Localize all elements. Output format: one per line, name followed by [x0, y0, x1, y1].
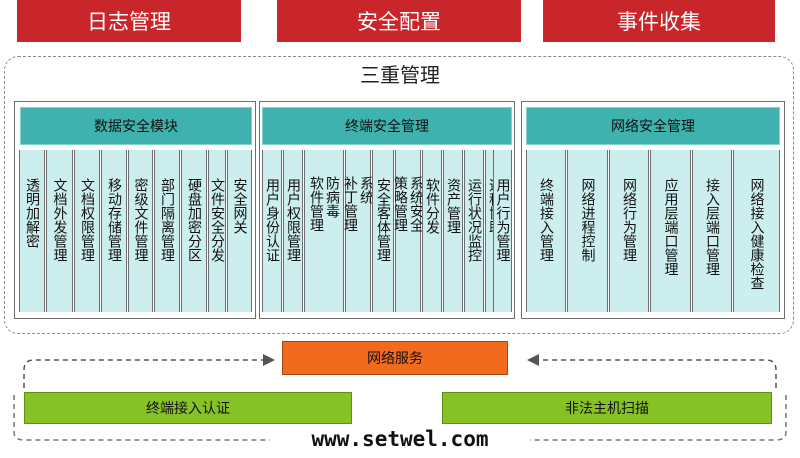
- module-item-label-line: 系统安全: [408, 176, 424, 232]
- module-item-label: 透明加解密: [24, 178, 40, 248]
- module-item: 系统补丁管理: [342, 150, 374, 312]
- module-item: 文档权限管理: [74, 150, 100, 312]
- terminal-access-auth-box: 终端接入认证: [24, 392, 352, 424]
- module-item-label: 资产管理: [445, 178, 461, 234]
- module-item-label: 网络进程控制: [579, 178, 596, 262]
- module-item: 部门隔离管理: [154, 150, 180, 312]
- module-item-label-line: 补丁管理: [342, 176, 358, 232]
- top-box-security-config: 安全配置: [277, 0, 521, 42]
- module-item-label: 系统补丁管理: [342, 176, 374, 312]
- module-item-label: 软件分发: [424, 178, 440, 234]
- module-item-label: 文档权限管理: [79, 178, 95, 262]
- module-item-label: 密级文件管理: [132, 178, 149, 262]
- module-item: 应用层端口管理: [650, 150, 691, 312]
- module-item-label: 运行状况监控: [466, 178, 482, 262]
- top-box-event-collection: 事件收集: [543, 0, 775, 42]
- module-item: 接入层端口管理: [692, 150, 732, 312]
- module-item-label: 系统安全策略管理: [392, 176, 424, 312]
- module-item-label: 网络行为管理: [621, 178, 637, 262]
- module-item: 移动存储管理: [101, 150, 127, 312]
- top-box-log-management: 日志管理: [17, 0, 241, 42]
- triple-management-frame: [4, 56, 794, 334]
- module-item-label: 硬盘加密分区: [186, 178, 202, 262]
- module-header-network-security: 网络安全管理: [526, 107, 780, 145]
- module-item: 用户身份认证: [262, 150, 282, 312]
- module-item: 网络接入健康检查: [733, 150, 780, 312]
- module-item-label: 文件安全分发: [209, 178, 225, 262]
- module-item: 运行状况监控: [464, 150, 484, 312]
- module-item-label-line: 软件管理: [308, 176, 324, 232]
- module-header-data-security: 数据安全模块: [20, 107, 252, 145]
- module-item: 硬盘加密分区: [181, 150, 207, 312]
- module-item: 软件分发: [422, 150, 442, 312]
- module-item: 系统安全策略管理: [392, 150, 424, 312]
- bottom-dashed-frame-left: [13, 395, 270, 441]
- module-item: 终端接入管理: [526, 150, 566, 312]
- module-item: 用户行为管理: [493, 150, 512, 312]
- module-item: 透明加解密: [19, 150, 45, 312]
- module-item: 用户权限管理: [283, 150, 303, 312]
- main-title: 三重管理: [328, 60, 472, 87]
- module-item: 网络进程控制: [567, 150, 608, 312]
- module-item: 防病毒软件管理: [304, 150, 344, 312]
- module-item-label-line: 系统: [358, 176, 374, 204]
- module-item-label: 应用层端口管理: [662, 178, 679, 276]
- module-item-label: 防病毒软件管理: [308, 176, 340, 312]
- module-item-label: 安全网关: [231, 178, 248, 234]
- module-item-label: 用户权限管理: [285, 178, 301, 262]
- module-item-label-line: 策略管理: [392, 176, 408, 232]
- module-item-label: 部门隔离管理: [159, 178, 175, 262]
- module-item-label: 终端接入管理: [538, 178, 554, 262]
- module-item: 文档外发管理: [46, 150, 73, 312]
- module-item: 安全客体管理: [372, 150, 394, 312]
- network-service-box: 网络服务: [282, 341, 508, 375]
- module-item: 网络行为管理: [609, 150, 649, 312]
- module-item-label: 用户身份认证: [264, 178, 280, 262]
- module-item: 资产管理: [443, 150, 463, 312]
- module-item: 文件安全分发: [208, 150, 226, 312]
- left-dashed-connector: [23, 354, 275, 388]
- right-dashed-connector: [527, 354, 777, 388]
- module-item: 安全网关: [227, 150, 252, 312]
- module-item-label: 网络接入健康检查: [748, 178, 765, 290]
- module-item-label: 安全客体管理: [375, 178, 391, 262]
- module-item-label: 用户行为管理: [494, 178, 511, 262]
- bottom-dashed-frame-right: [530, 395, 787, 441]
- watermark: www.setwel.com: [311, 427, 489, 451]
- illegal-host-scan-box: 非法主机扫描: [442, 392, 772, 424]
- module-item-label: 移动存储管理: [106, 178, 122, 262]
- module-item-label: 接入层端口管理: [704, 178, 720, 276]
- module-item: 密级文件管理: [128, 150, 153, 312]
- module-item-label-line: 防病毒: [324, 176, 340, 218]
- module-item-label: 文档外发管理: [51, 178, 68, 262]
- module-header-terminal-security: 终端安全管理: [262, 107, 512, 145]
